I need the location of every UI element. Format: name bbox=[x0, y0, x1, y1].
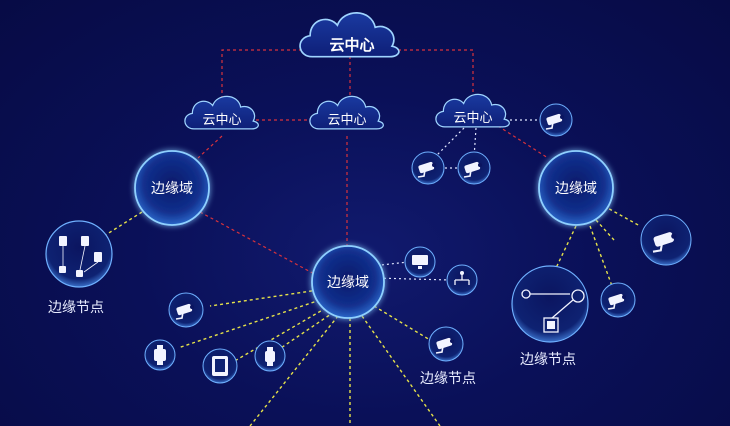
cloud-mid-label: 云中心 bbox=[327, 113, 366, 128]
camera-icon bbox=[640, 214, 692, 266]
domain-center: 边缘域 bbox=[311, 245, 385, 319]
caption-left: 边缘节点 bbox=[48, 300, 104, 316]
domain-right: 边缘域 bbox=[538, 150, 614, 226]
camera-icon bbox=[457, 151, 491, 185]
monitor-icon bbox=[404, 246, 436, 278]
camera-icon bbox=[539, 103, 573, 137]
watch-icon bbox=[254, 340, 286, 372]
camera-icon bbox=[428, 326, 464, 362]
caption-right: 边缘节点 bbox=[520, 352, 576, 368]
sensor-icon bbox=[511, 265, 589, 343]
camera-icon bbox=[168, 292, 204, 328]
caption-center: 边缘节点 bbox=[420, 371, 476, 387]
domain-right-label: 边缘域 bbox=[555, 181, 597, 197]
cloud-links bbox=[197, 49, 549, 277]
camera-icon bbox=[600, 282, 636, 318]
cloud-right: 云中心 bbox=[435, 93, 510, 128]
cloud-left: 云中心 bbox=[184, 95, 259, 130]
cloud-right-label: 云中心 bbox=[453, 111, 492, 126]
camera-icon bbox=[411, 151, 445, 185]
cloud-top-label: 云中心 bbox=[329, 36, 374, 54]
tablet-icon bbox=[202, 348, 238, 384]
cloud-top: 云中心 bbox=[299, 12, 400, 58]
domain-center-label: 边缘域 bbox=[327, 275, 369, 291]
watch-icon bbox=[144, 339, 176, 371]
edge-links bbox=[103, 205, 641, 426]
hub-icon bbox=[446, 264, 478, 296]
domain-left-label: 边缘域 bbox=[151, 181, 193, 197]
cloud-mid: 云中心 bbox=[309, 95, 384, 130]
domain-left: 边缘域 bbox=[134, 150, 210, 226]
cloud-left-label: 云中心 bbox=[202, 113, 241, 128]
device-links bbox=[371, 119, 540, 281]
locks-icon bbox=[45, 220, 113, 288]
